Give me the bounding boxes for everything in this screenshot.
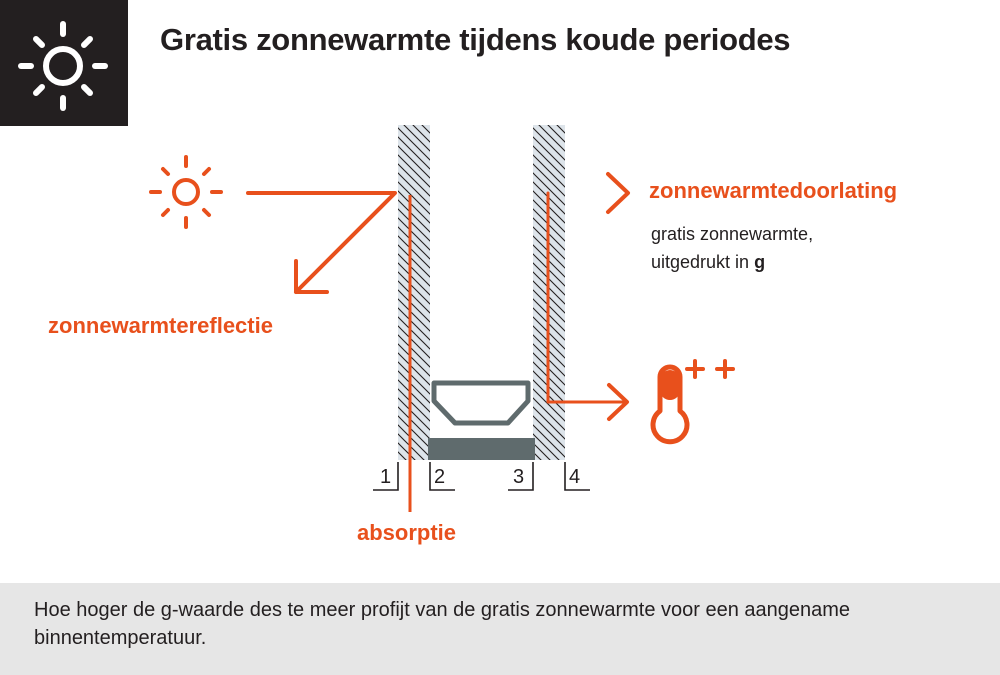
transmission-arrow (432, 172, 630, 214)
transmission-description-line1: gratis zonnewarmte, (651, 224, 814, 244)
surface-brackets (373, 462, 590, 491)
footer-text: Hoe hoger de g-waarde des te meer profij… (34, 599, 851, 649)
reflection-label: zonnewarmtereflectie (48, 313, 273, 338)
transmission-description: gratis zonnewarmte, uitgedrukt in g (651, 220, 813, 276)
surface-number-4: 4 (569, 466, 581, 488)
glazing-diagram (149, 125, 735, 512)
page-title: Gratis zonnewarmte tijdens koude periode… (160, 22, 791, 57)
thermometer-icon (650, 364, 690, 445)
g-value-symbol: g (754, 252, 766, 272)
spacer-bar (428, 380, 535, 460)
secondary-heat-arrow (546, 191, 629, 421)
surface-number-1: 1 (380, 466, 392, 488)
transmission-description-line2: uitgedrukt in g (651, 252, 766, 272)
outer-glass-pane (398, 125, 430, 460)
header-icon-box (0, 0, 128, 126)
absorption-label: absorptie (357, 520, 457, 545)
surface-number-3: 3 (513, 466, 525, 488)
incoming-sun-icon (149, 155, 223, 229)
reflection-arrow (246, 191, 397, 294)
footer-note: Hoe hoger de g-waarde des te meer profij… (0, 583, 1000, 675)
heat-increase-indicator (685, 359, 735, 379)
sun-icon (18, 21, 108, 111)
surface-number-2: 2 (434, 466, 446, 488)
transmission-label: zonnewarmtedoorlating (649, 178, 898, 203)
